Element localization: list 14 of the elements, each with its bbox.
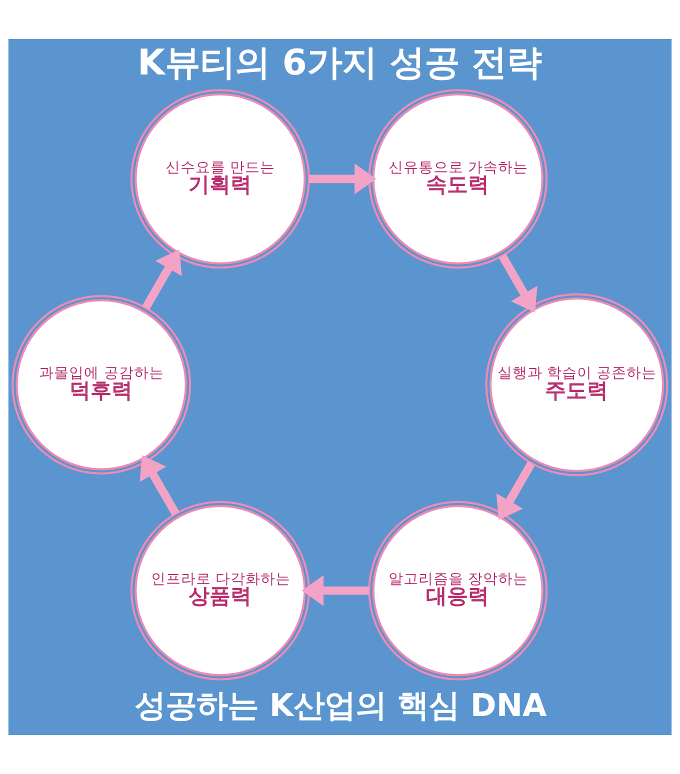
- arrow: [309, 164, 376, 194]
- label: 성공하는 K산업의 핵심 DNA: [134, 688, 547, 724]
- node-circle: 인프라로 다각화하는 상품력: [130, 500, 310, 680]
- arrow: [140, 455, 180, 516]
- node-circle: 과몰입에 공감하는 덕후력: [12, 294, 192, 475]
- arrow: [498, 254, 538, 312]
- node-circle: 실행과 학습이 공존하는 주도력: [485, 293, 668, 476]
- node-circle: 알고리즘을 장악하는 대응력: [368, 500, 548, 680]
- arrow: [142, 249, 182, 310]
- diagram-title: K뷰티의 6가지 성공 전략: [137, 42, 542, 84]
- node-circle: 신유통으로 가속하는 속도력: [368, 89, 548, 269]
- arrow: [302, 575, 370, 606]
- arrow: [496, 461, 535, 520]
- node-circle: 신수요를 만드는 기획력: [130, 89, 310, 269]
